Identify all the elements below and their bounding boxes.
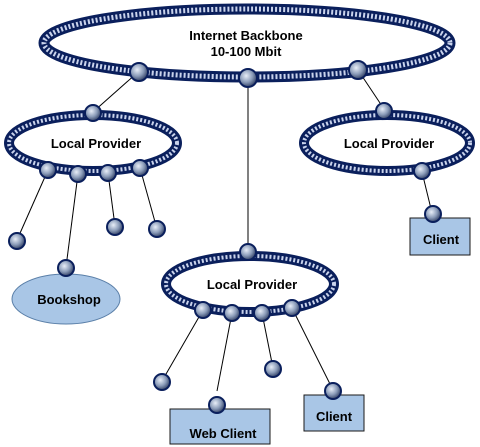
web-client-connector-node <box>208 396 226 414</box>
center-provider-node-1 <box>194 301 212 319</box>
provider-center-label: Local Provider <box>207 277 297 292</box>
provider-right-label: Local Provider <box>344 136 434 151</box>
backbone-ring: Internet Backbone 10-100 Mbit <box>38 3 456 83</box>
endpoint-node-left-1 <box>8 232 26 250</box>
center-provider-node-2 <box>223 304 241 322</box>
bookshop-label: Bookshop <box>37 292 101 307</box>
link-center-node1 <box>161 309 204 382</box>
web-client-box: Web Client <box>169 408 271 445</box>
link-left-node1 <box>16 169 49 241</box>
backbone-node-3 <box>348 60 368 80</box>
left-provider-node-2 <box>69 165 87 183</box>
client-bottom-label: Client <box>316 409 353 424</box>
bookshop-connector-node <box>57 259 75 277</box>
link-center-node4 <box>291 307 333 389</box>
provider-ring-right: Local Provider <box>299 110 475 176</box>
left-provider-node-4 <box>131 159 149 177</box>
left-provider-node-1 <box>39 161 57 179</box>
client-bottom-connector-node <box>324 382 342 400</box>
web-client-label: Web Client <box>190 426 258 441</box>
center-provider-node-3 <box>253 304 271 322</box>
backbone-node-2 <box>238 68 258 88</box>
provider-ring-center: Local Provider <box>161 251 339 317</box>
backbone-node-1 <box>129 62 149 82</box>
backbone-label-line1: Internet Backbone <box>189 28 302 43</box>
backbone-label-line2: 10-100 Mbit <box>211 44 282 59</box>
link-backbone-left <box>92 72 138 113</box>
right-provider-bottom-node <box>413 162 431 180</box>
bookshop-node: Bookshop <box>11 273 121 325</box>
endpoint-node-left-3 <box>106 218 124 236</box>
center-provider-node-4 <box>283 299 301 317</box>
provider-left-label: Local Provider <box>51 136 141 151</box>
link-left-node4 <box>139 167 158 230</box>
provider-ring-left: Local Provider <box>4 110 182 176</box>
client-bottom-box: Client <box>303 394 365 432</box>
client-right-connector-node <box>424 205 442 223</box>
client-right-box: Client <box>409 217 471 256</box>
center-provider-top-node <box>239 243 257 261</box>
client-right-label: Client <box>423 232 460 247</box>
endpoint-node-left-4 <box>148 220 166 238</box>
nodes <box>8 60 442 414</box>
endpoint-node-center-1 <box>153 373 171 391</box>
left-provider-node-3 <box>99 164 117 182</box>
left-provider-top-node <box>84 104 102 122</box>
link-center-node3 <box>261 312 274 369</box>
link-left-node2 <box>65 173 79 268</box>
endpoint-node-center-3 <box>264 360 282 378</box>
link-center-node2 <box>216 312 233 392</box>
right-provider-top-node <box>375 102 393 120</box>
